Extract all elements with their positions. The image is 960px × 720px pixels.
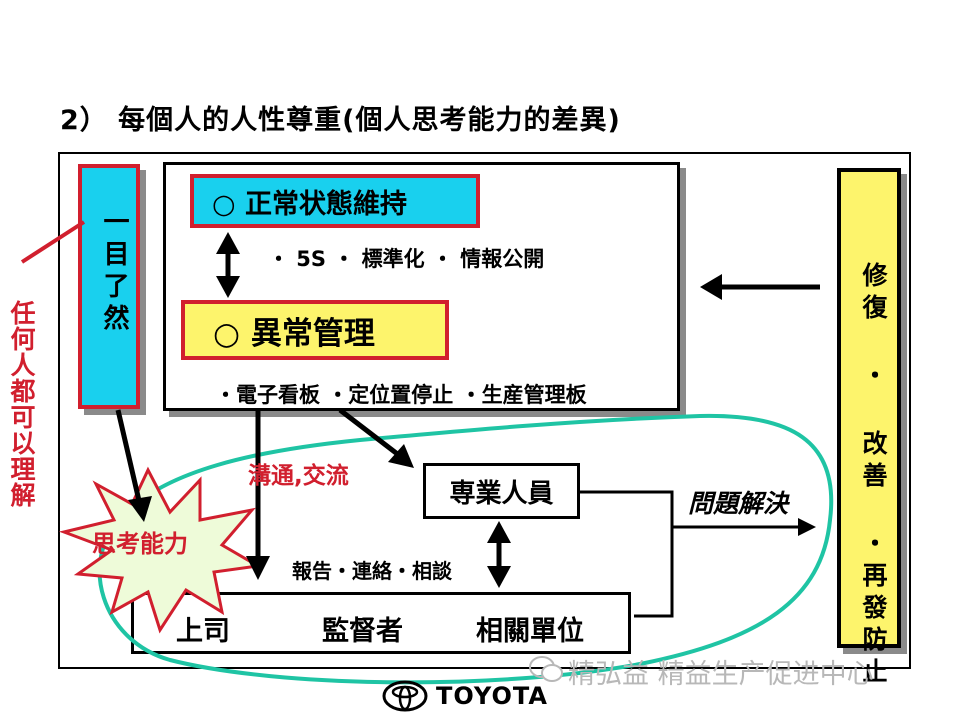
repair-label: 修復 ・ 改善 ・再發防止 (859, 262, 888, 690)
abnormal-mgmt-label: ○ 異常管理 (213, 315, 375, 352)
mgmt-to-specialist-arrow (338, 408, 402, 458)
toyota-wordmark: TOYOTA (436, 682, 548, 710)
specialist-label: 専業人員 (449, 478, 554, 509)
toyota-logo-icon (382, 680, 428, 712)
repair-box: 修復 ・ 改善 ・再發防止 (837, 168, 901, 690)
visual-to-thinking-arrow (115, 409, 143, 506)
normal-items: ・ 5S ・ 標準化 ・ 情報公開 (268, 247, 545, 271)
superior-label: 上司 (176, 616, 230, 647)
problem-solving-label: 問題解決 (688, 489, 789, 518)
green-cycle-loop (97, 413, 834, 685)
outer-frame (58, 152, 911, 669)
report-label: 報告・連絡・相談 (292, 559, 452, 583)
abnormal-mgmt-box: ○ 異常管理 (181, 300, 449, 360)
thinking-label: 思考能力 (92, 530, 188, 558)
abnormal-items: ・電子看板 ・定位置停止 ・生産管理板 (215, 383, 587, 407)
visual-control-label: 一目了然 (99, 208, 129, 336)
related-unit-label: 相關單位 (476, 616, 584, 647)
watermark-label: 精弘益 精益生产促进中心 (568, 659, 874, 690)
anyone-understands-label: 任何人都可以理解 (7, 300, 36, 508)
normal-state-box: ○ 正常状態維持 (190, 174, 480, 228)
starburst-shape (58, 466, 263, 634)
specialist-box: 専業人員 (423, 463, 580, 519)
communication-label: 溝通,交流 (248, 463, 349, 489)
red-pointer-line (20, 220, 86, 264)
normal-state-label: ○ 正常状態維持 (212, 188, 407, 220)
page-title: 2） 每個人的人性尊重(個人思考能力的差異) (60, 105, 621, 136)
supervisor-label: 監督者 (322, 616, 403, 647)
specialist-connector (580, 490, 674, 618)
visual-control-box: 一目了然 (78, 164, 140, 409)
wechat-icon (528, 654, 564, 684)
